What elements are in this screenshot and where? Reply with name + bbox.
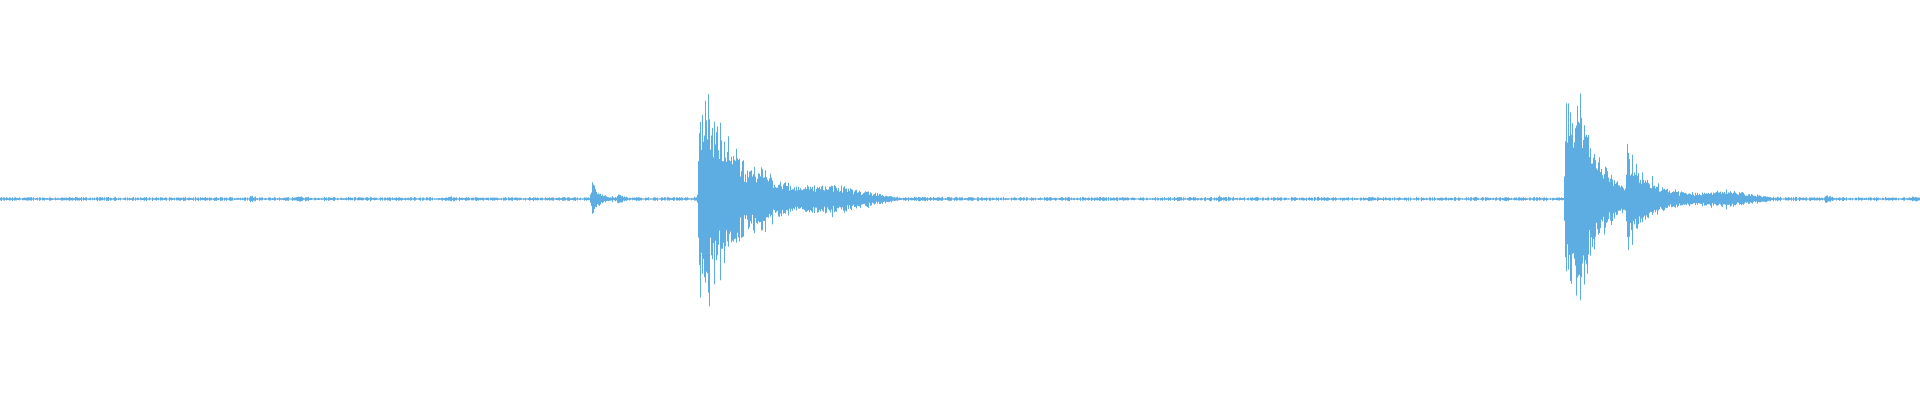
waveform-samples bbox=[0, 93, 1920, 307]
